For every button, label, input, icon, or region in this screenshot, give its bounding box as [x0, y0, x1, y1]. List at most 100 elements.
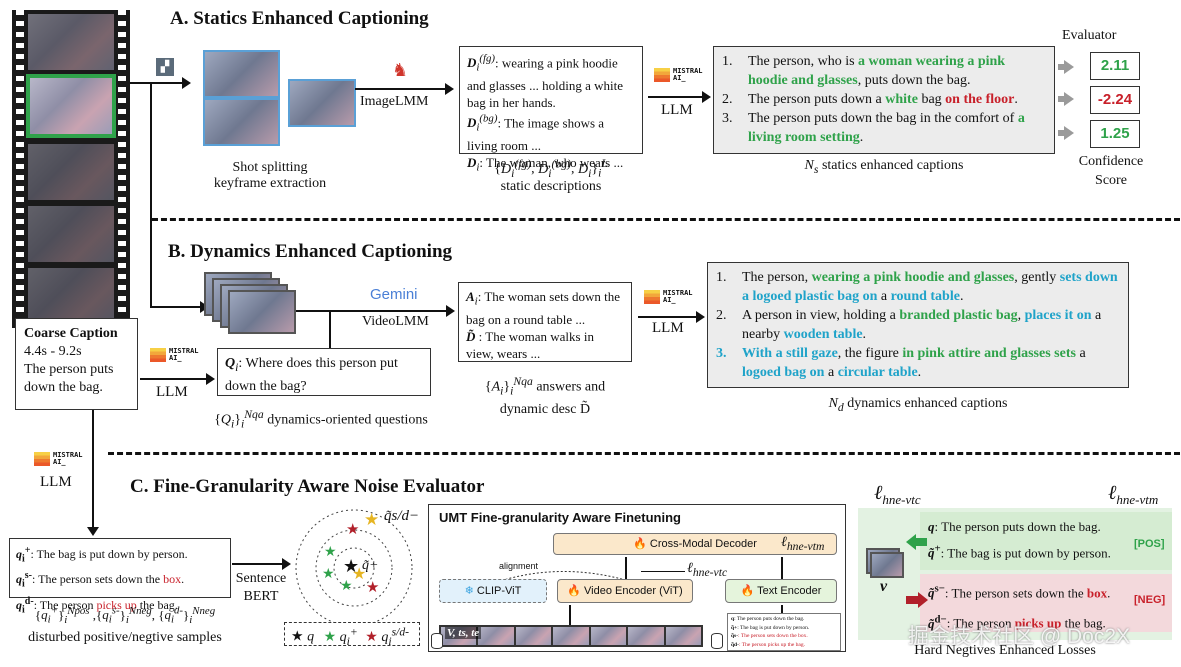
hne-vtm-label: ℓhne-vtm: [1108, 482, 1159, 507]
coarse-caption-title: Coarse Caption: [24, 326, 118, 341]
film-frame: [28, 268, 114, 324]
circle-label-neg: q̃s/d−: [384, 508, 420, 524]
question-box: Qi: Where does this person put down the …: [217, 348, 431, 396]
static-desc-all: Di: The woman, who wears ...: [467, 154, 624, 174]
star-neg: ★: [346, 522, 360, 538]
caption-item: 3. With a still gaze, the figure in pink …: [716, 344, 1120, 382]
v-label: v: [880, 578, 888, 595]
confidence-label: Confidence: [1078, 154, 1144, 169]
star-pos: ★: [324, 545, 337, 560]
dynamics-captions-box: 1. The person, wearing a pink hoodie and …: [707, 262, 1129, 388]
bert-label: BERT: [243, 589, 279, 604]
evaluator-label: Evaluator: [1062, 28, 1117, 43]
circle-label-pos: q̃+: [362, 558, 379, 573]
ns-caption: Ns statics enhanced captions: [804, 158, 964, 176]
caption-item: 1.The person, who is a woman wearing a p…: [722, 52, 1046, 90]
static-desc-box: Di(fg): wearing a pink hoodie and glasse…: [459, 46, 643, 173]
database-icon: [711, 633, 723, 649]
sample-row: qi+: The bag is put down by person.: [16, 545, 188, 565]
disturbed-math: {qi+}iNpos ,{qis-}iNneg, {qid-}iNneg: [34, 605, 216, 626]
sample-row: qis-: The person sets down the box.: [16, 570, 185, 590]
static-desc-bg: Di(bg): The image shows a living room ..…: [467, 112, 605, 153]
arrow-icon: [1064, 126, 1074, 140]
video-frame: [870, 552, 904, 578]
coarse-caption-text: The person puts down the bag.: [24, 362, 114, 395]
section-b-title: B. Dynamics Enhanced Captioning: [168, 241, 453, 262]
watermark: 掘金技术社区 @ Doc2X: [908, 625, 1131, 648]
caption-item: 2. A person in view, holding a branded pl…: [716, 306, 1120, 344]
separator: [108, 452, 1180, 455]
caption-text: The person, wearing a pink hoodie and gl…: [742, 270, 1118, 304]
embedding-circles: [295, 509, 413, 624]
static-desc-fg: Di(fg): wearing a pink hoodie and glasse…: [467, 53, 623, 110]
film-frame: [28, 14, 114, 70]
image-lmm-icon: ♞: [392, 60, 409, 80]
dynamic-desc-label: dynamic desc D̃: [499, 402, 591, 418]
shot-splitting-label: Shot splitting: [232, 160, 308, 175]
static-desc-label: static descriptions: [500, 179, 602, 195]
mini-text-row: q̃s-: The person sets down the box.: [731, 633, 808, 639]
mini-text-box: q: The person puts down the bag.q̃+: The…: [727, 613, 841, 651]
film-strip: [12, 10, 130, 328]
caption-item: 2. The person puts down a white bag on th…: [722, 90, 1046, 109]
video-frame: [228, 290, 296, 334]
umt-box: UMT Fine-granularity Aware Finetuning 🔥 …: [428, 504, 846, 652]
separator: [152, 218, 1180, 221]
caption-number: 2.: [716, 308, 727, 323]
static-desc-math: {Di(fg), Di(bg), Di}iL: [494, 157, 608, 180]
score-3: 1.25: [1090, 120, 1140, 148]
pos-rows: q: The person puts down the bag. q̃+: Th…: [928, 519, 1111, 561]
star-neg: ★: [366, 580, 380, 596]
llm-label-c: LLM: [40, 474, 72, 490]
caption-number: 2.: [722, 92, 733, 107]
gemini-logo: Gemini: [370, 286, 418, 303]
statics-captions-box: 1.The person, who is a woman wearing a p…: [713, 46, 1055, 154]
keyframe-extraction-label: keyframe extraction: [213, 176, 327, 191]
sample-row: qid-: The person picks up the bag.: [16, 595, 178, 616]
caption-number: 3.: [716, 346, 727, 361]
coarse-caption-time: 4.4s - 9.2s: [24, 344, 82, 359]
star-legend: ★ q ★ qi+ ★ qis/d-: [284, 622, 420, 647]
caption-number: 3.: [722, 111, 733, 126]
section-c-title: C. Fine-Granularity Aware Noise Evaluato…: [130, 476, 485, 497]
caption-text: With a still gaze, the figure in pink at…: [742, 346, 1086, 380]
sentence-label: Sentence: [235, 571, 287, 586]
answers-math: {Ai}iNqa answers and: [484, 375, 606, 398]
image-lmm-label: ImageLMM: [360, 94, 429, 109]
score-label: Score: [1095, 173, 1127, 188]
film-frame: [28, 206, 114, 262]
hne-vtc-label: ℓhne-vtc: [874, 482, 921, 507]
caption-text: The person puts down the bag in the comf…: [748, 111, 1025, 145]
neg-tag: [NEG]: [1134, 594, 1166, 606]
answer-box: Ai: The woman sets down the bag on a rou…: [458, 282, 632, 362]
disturbed-caption: disturbed positive/negtive samples: [28, 629, 222, 645]
arrow-icon: [1064, 60, 1074, 74]
cross-modal-decoder: 🔥 Cross-Modal Decoder: [553, 533, 837, 555]
arrow-icon: [1064, 92, 1074, 106]
mini-text-row: q: The person puts down the bag.: [731, 616, 805, 622]
caption-number: 1.: [722, 54, 733, 69]
film-frame-highlighted: [26, 74, 116, 138]
video-lmm-label: VideoLMM: [362, 314, 429, 329]
umt-title: UMT Fine-granularity Aware Finetuning: [439, 510, 681, 525]
star-pos: ★: [322, 567, 335, 582]
neg-panel: [920, 574, 1172, 632]
film-frame: [28, 144, 114, 200]
llm-label-b: LLM: [652, 320, 684, 336]
pos-panel: [920, 512, 1172, 570]
loss-vtc: ℓhne-vtc: [687, 561, 728, 579]
star-q: ★: [343, 556, 360, 576]
caption-number: 1.: [716, 270, 727, 285]
caption-text: A person in view, holding a branded plas…: [742, 308, 1102, 342]
database-icon: [431, 633, 443, 649]
nd-caption: Nd dynamics enhanced captions: [828, 396, 1008, 414]
star-pos-highlight: ★: [352, 566, 367, 583]
alignment-label: alignment: [499, 561, 539, 571]
text-encoder: 🔥 Text Encoder: [725, 579, 837, 603]
caption-item: 3. The person puts down the bag in the co…: [722, 109, 1046, 147]
caption-text: The person puts down a white bag on the …: [748, 92, 1018, 107]
pos-arrow-icon: [906, 534, 916, 550]
keyframe-thumb: [203, 98, 280, 146]
